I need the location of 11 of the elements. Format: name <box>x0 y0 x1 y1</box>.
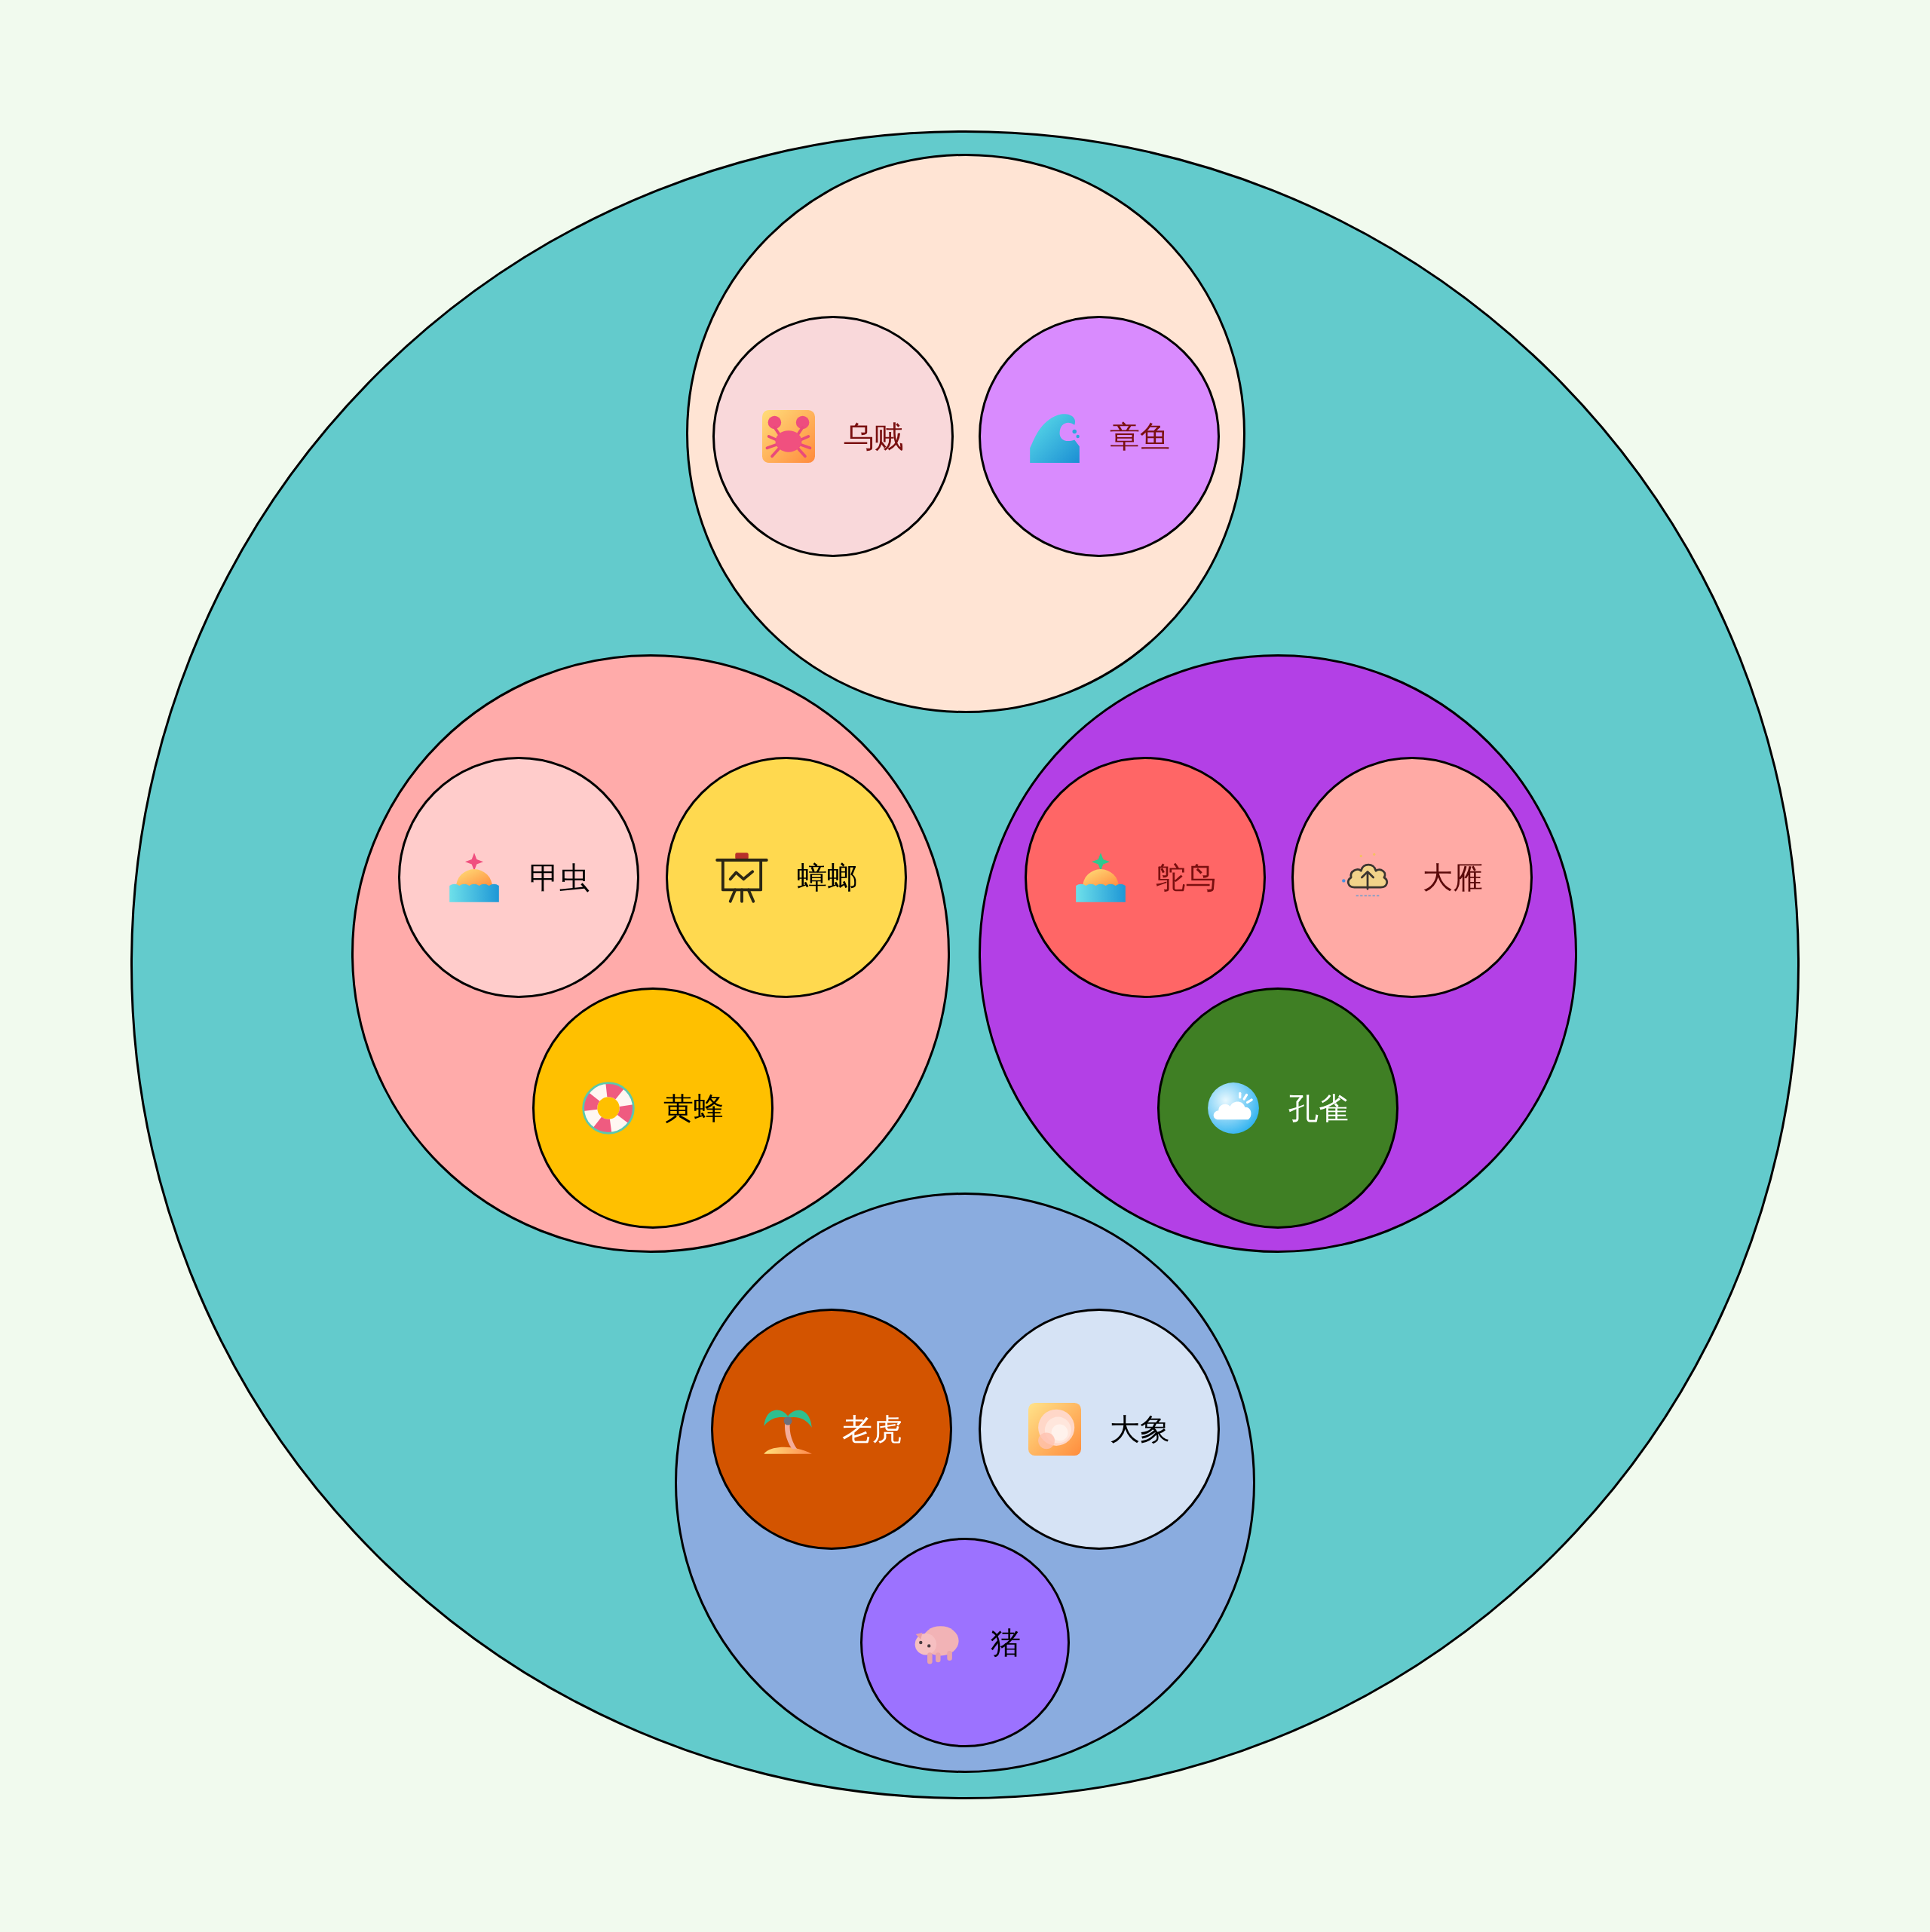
node-label: 鸵鸟 <box>1156 862 1216 893</box>
node-label: 蟑螂 <box>797 862 857 893</box>
node-label: 老虎 <box>842 1414 902 1444</box>
node-label: 乌贼 <box>844 421 904 452</box>
node-label: 黄蜂 <box>663 1093 724 1123</box>
node-label: 大雁 <box>1423 862 1483 893</box>
node-label: 猪 <box>991 1627 1021 1658</box>
node-label: 孔雀 <box>1288 1093 1349 1123</box>
node-label: 大象 <box>1110 1414 1170 1444</box>
node-label: 甲虫 <box>529 862 590 893</box>
node-label: 章鱼 <box>1110 421 1170 452</box>
